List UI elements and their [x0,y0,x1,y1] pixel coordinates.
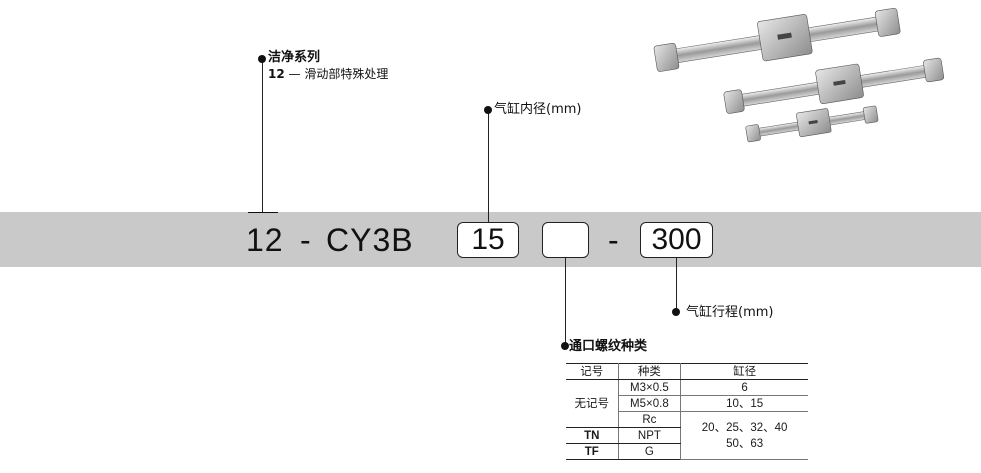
row-type: M5×0.8 [618,395,682,412]
port-leader [565,258,566,343]
table-row: TN NPT [566,427,808,444]
row-type: M3×0.5 [618,379,682,396]
clean-series-dot [258,55,266,63]
bore-leader [488,110,489,222]
stroke-box: 300 [640,222,713,258]
header-symbol: 记号 [566,363,619,380]
row-bore: 10、15 [680,395,808,412]
cylinder-medium [723,57,945,114]
clean-series-text: 滑动部特殊处理 [304,67,389,81]
stroke-label: 气缸行程(mm) [686,305,774,320]
clean-series-title: 洁净系列 [268,50,321,65]
table-row: M5×0.8 10、15 [566,395,808,412]
stroke-leader [676,258,677,310]
row-symbol: 无记号 [566,379,619,428]
row-type: Rc [618,411,682,428]
row-bore-merged: 20、25、32、40 50、63 [680,411,808,460]
stroke-dot [672,308,680,316]
port-label: 通口螺纹种类 [569,339,648,354]
cylinder-illustration [653,7,945,143]
prefix-code: 12 [246,222,284,258]
bore-dot [484,106,492,114]
row-type: G [618,443,682,460]
row-symbol: TF [566,443,619,460]
table-row: 无记号 M3×0.5 6 [566,379,808,428]
clean-series-sep: — [288,67,301,81]
table-row: TF G [566,443,808,460]
port-box [542,222,589,258]
row-symbol: TN [566,427,619,444]
port-dot [561,342,569,350]
header-bore: 缸径 [680,363,808,380]
clean-series-tick [248,212,278,213]
header-type: 种类 [618,363,682,380]
table-header-row: 记号 种类 缸径 [566,363,808,380]
port-thread-table: 记号 种类 缸径 无记号 M3×0.5 6 M5×0.8 10、15 Rc 20… [566,363,808,460]
dash-1: - [300,222,312,258]
bore-label: 气缸内径(mm) [494,102,582,117]
series-code: CY3B [326,222,414,258]
bore-box: 15 [457,222,519,258]
cylinder-small [745,105,879,143]
row-bore: 6 [680,379,808,396]
bore-line-2: 50、63 [726,437,764,450]
bore-line-1: 20、25、32、40 [701,421,788,434]
dash-2: - [608,222,620,258]
clean-series-leader [262,57,263,212]
row-type: NPT [618,427,682,444]
clean-series-code: 12 [268,67,285,81]
clean-series-desc: 12 — 滑动部特殊处理 [268,66,388,82]
cylinder-large [653,7,901,72]
table-row: Rc 20、25、32、40 50、63 [566,411,808,460]
